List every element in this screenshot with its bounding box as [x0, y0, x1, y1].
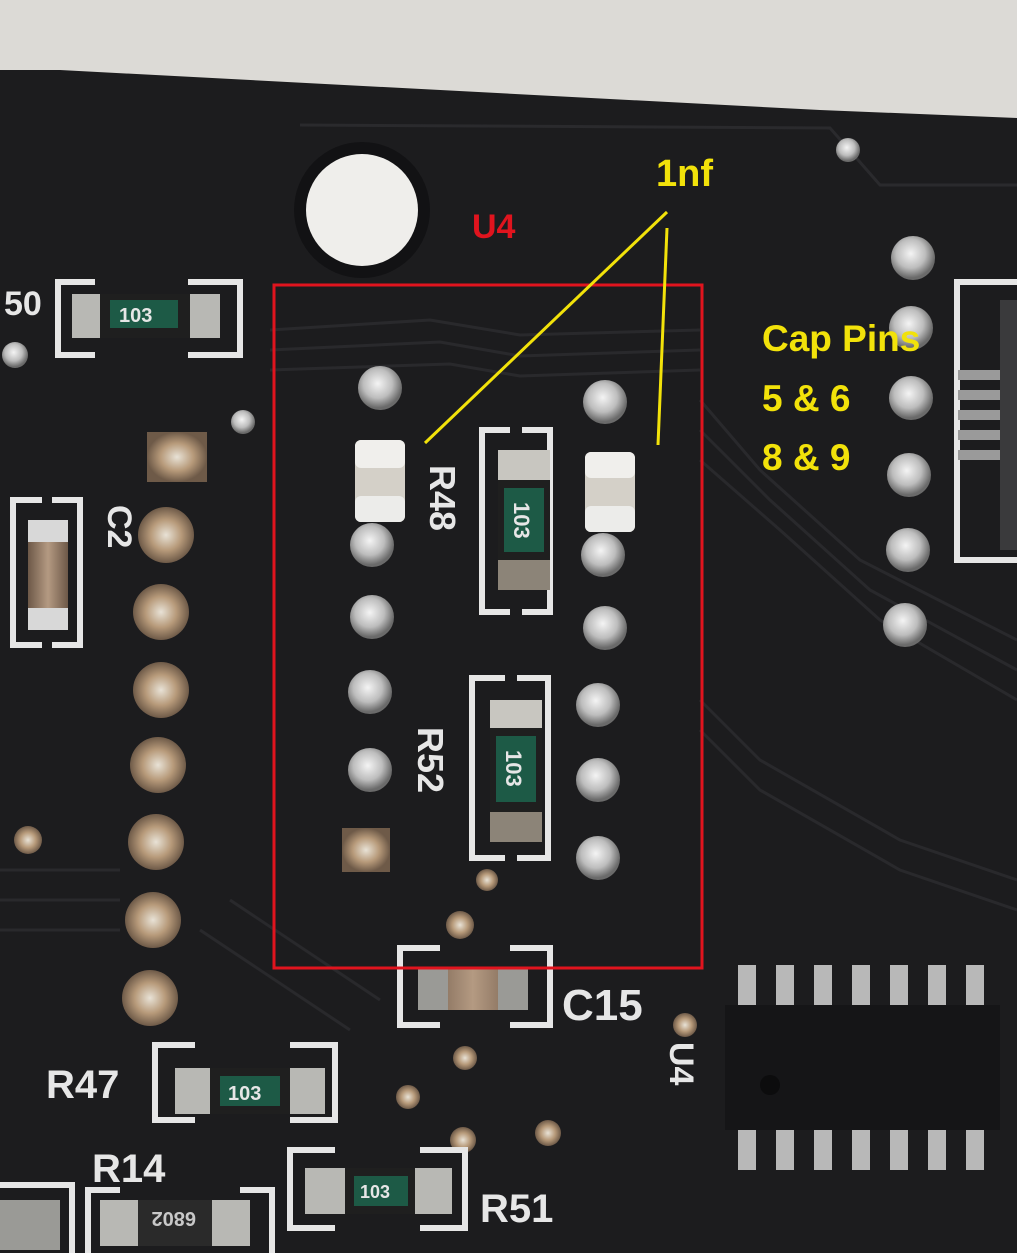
cap-value-annotation: 1nf [656, 153, 713, 195]
header-pins [883, 236, 935, 647]
silk-r50: 50 [4, 285, 42, 323]
silk-r52: R52 [410, 727, 451, 793]
resistor-code-r51: 103 [360, 1182, 390, 1202]
silk-c2: C2 [100, 505, 138, 548]
silk-u4: U4 [662, 1042, 700, 1086]
silk-r51: R51 [480, 1187, 553, 1231]
left-pin-column [122, 507, 194, 1026]
pcb-board [0, 70, 1017, 1253]
cap-pins-title: Cap Pins [762, 318, 921, 359]
resistor-r50 [55, 279, 243, 358]
resistor-r14 [85, 1187, 275, 1253]
u4-highlight-box [272, 283, 704, 970]
cap-pins-line-2: 8 & 9 [762, 437, 851, 478]
cap-pins-line-1: 5 & 6 [762, 378, 851, 419]
u4-annotation-label: U4 [472, 208, 516, 246]
resistor-code-r48: 103 [509, 502, 534, 539]
resistor-code-r50: 103 [119, 305, 152, 327]
cap-pointer-lines [423, 210, 669, 446]
resistor-code-r52: 103 [501, 750, 526, 787]
silk-r48: R48 [422, 465, 463, 531]
soic-chip [725, 965, 1000, 1170]
resistor-r51 [287, 1147, 468, 1231]
capacitor-c15 [397, 945, 553, 1028]
resistor-code-r47: 103 [228, 1083, 261, 1105]
silk-r47: R47 [46, 1063, 119, 1107]
silk-c15: C15 [562, 981, 643, 1030]
resistor-code-r14: 6802 [152, 1207, 197, 1229]
silk-r14: R14 [92, 1147, 166, 1191]
u4-socket-region [342, 366, 635, 880]
resistor-r47 [152, 1042, 338, 1123]
